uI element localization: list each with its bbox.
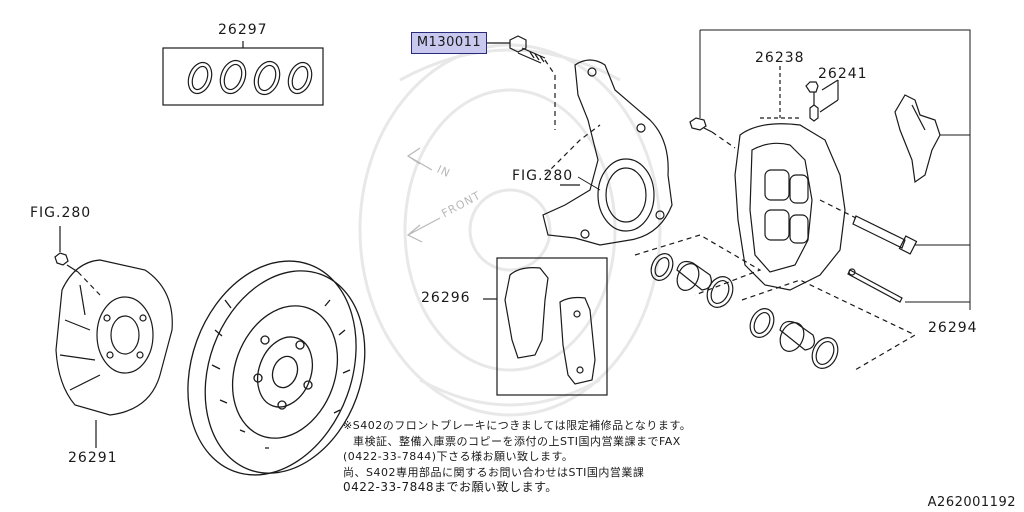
direction-arrows	[406, 147, 441, 243]
pad-clip	[894, 94, 941, 184]
label-bleeder: 26241	[818, 66, 868, 82]
piston-group-upper	[634, 234, 762, 308]
piston-seal-kit-box	[162, 41, 324, 106]
note-line: (0422-33-7844)下さる様お願い致します。	[343, 450, 574, 463]
service-note: ※S402のフロントブレーキにつきましては限定補修品となります。 車検証、整備入…	[343, 418, 691, 496]
guide-pin	[819, 199, 918, 255]
note-line: 0422-33-7848までお願い致します。	[343, 480, 558, 494]
retaining-pin	[847, 268, 903, 303]
dust-cover-bolt	[54, 226, 101, 296]
seal-ring-1	[187, 61, 213, 95]
seal-ring-2	[219, 59, 247, 95]
label-caliper-body: 26238	[755, 50, 805, 66]
note-line: 車検証、整備入庫票のコピーを添付の上STI国内営業課までFAX	[353, 434, 681, 448]
watermark-crest	[358, 43, 662, 417]
seal-ring-3	[253, 60, 281, 96]
caliper-assy-leaders	[699, 29, 971, 310]
caliper-body	[734, 66, 846, 291]
figure-reference: A262001192	[927, 495, 1016, 510]
knuckle-bolt	[487, 35, 556, 130]
seal-ring-4	[287, 61, 313, 95]
brake-rotor	[187, 260, 366, 476]
steering-knuckle	[542, 59, 673, 246]
caliper-mount-bolt	[689, 117, 736, 149]
note-line: 尚、S402専用部品に関するお問い合わせはSTI国内営業課	[343, 465, 645, 479]
label-pad-set: 26296	[421, 290, 471, 306]
label-fig-knuckle: FIG.280	[512, 168, 574, 184]
piston-group-lower	[741, 279, 917, 371]
label-caliper-assy: 26294	[928, 320, 978, 336]
note-line: ※S402のフロントブレーキにつきましては限定補修品となります。	[343, 419, 692, 432]
part-number-m130011[interactable]: M130011	[411, 32, 487, 54]
label-dust-cover: 26291	[68, 450, 118, 466]
brake-dust-cover	[55, 259, 173, 448]
label-fig-backplate: FIG.280	[30, 205, 92, 221]
brake-pad-set	[483, 257, 608, 396]
bleeder-screw	[805, 79, 839, 122]
label-piston-seal-kit: 26297	[218, 22, 268, 38]
